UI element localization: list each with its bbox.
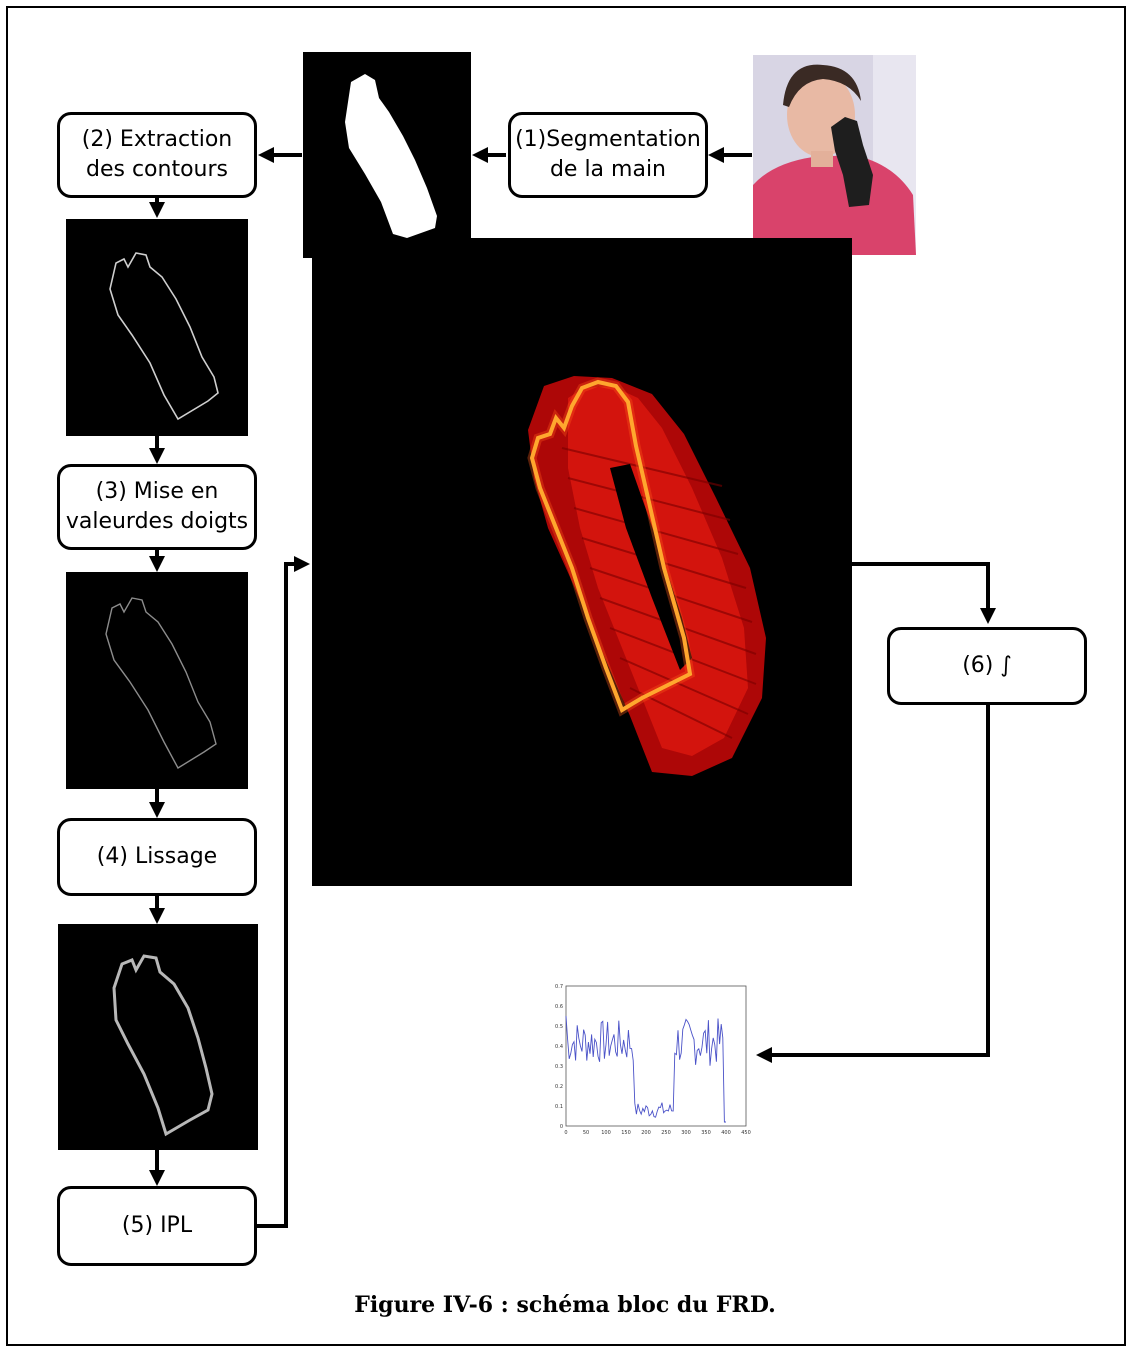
figure-caption: Figure IV-6 : schéma bloc du FRD. [0, 1292, 1130, 1318]
step-1-segmentation-box: (1)Segmentation de la main [508, 112, 708, 198]
plot-xtick-label: 400 [721, 1130, 731, 1136]
plot-xtick-label: 150 [621, 1130, 631, 1136]
plot-xtick-label: 0 [564, 1130, 567, 1136]
step-2-contour-extraction-box: (2) Extraction des contours [57, 112, 257, 198]
step-4-smoothing-box: (4) Lissage [57, 818, 257, 896]
step-3-finger-emphasis-box: (3) Mise en valeurdes doigts [57, 464, 257, 550]
contour-image [66, 219, 248, 436]
frd-signal-plot: 0 0.1 0.2 0.3 0.4 0.5 0.6 0.7 0 50 100 150 200 250 300… [546, 980, 756, 1140]
plot-xtick-label: 450 [741, 1130, 751, 1136]
step-5-label: (5) IPL [122, 1211, 192, 1241]
signal-line [566, 1016, 726, 1122]
hand-smoothed-icon [58, 924, 258, 1150]
person-photo [753, 55, 916, 255]
frd-volume-icon [312, 238, 852, 886]
plot-ytick-label: 0.5 [555, 1024, 563, 1030]
step-6-label: (6) ∫ [962, 651, 1012, 681]
signal-plot-svg: 0 0.1 0.2 0.3 0.4 0.5 0.6 0.7 0 50 100 150 200 250 300… [546, 980, 756, 1140]
hand-contour-icon [66, 219, 248, 436]
plot-ytick-label: 0.1 [555, 1104, 563, 1110]
plot-ytick-label: 0.6 [555, 1004, 563, 1010]
plot-xtick-label: 200 [641, 1130, 651, 1136]
plot-xtick-label: 350 [701, 1130, 711, 1136]
plot-xtick-label: 300 [681, 1130, 691, 1136]
plot-ytick-label: 0 [560, 1124, 563, 1130]
finger-emphasis-image [66, 572, 248, 789]
step-1-label: (1)Segmentation de la main [515, 125, 701, 185]
plot-ytick-label: 0.2 [555, 1084, 563, 1090]
step-2-label: (2) Extraction des contours [82, 125, 232, 185]
plot-xtick-label: 50 [583, 1130, 589, 1136]
mask-image [303, 52, 471, 258]
plot-ytick-label: 0.4 [555, 1044, 563, 1050]
step-6-integral-box: (6) ∫ [887, 627, 1087, 705]
hand-finger-contour-icon [66, 572, 248, 789]
step-3-label: (3) Mise en valeurdes doigts [66, 477, 248, 537]
plot-ytick-label: 0.3 [555, 1064, 563, 1070]
step-4-label: (4) Lissage [97, 842, 217, 872]
person-photo-icon [753, 55, 916, 255]
frd-image [312, 238, 852, 886]
plot-xtick-label: 250 [661, 1130, 671, 1136]
hand-mask-icon [303, 52, 471, 258]
step-5-ipl-box: (5) IPL [57, 1186, 257, 1266]
plot-xtick-label: 100 [601, 1130, 611, 1136]
plot-ytick-label: 0.7 [555, 984, 563, 990]
smoothed-image [58, 924, 258, 1150]
